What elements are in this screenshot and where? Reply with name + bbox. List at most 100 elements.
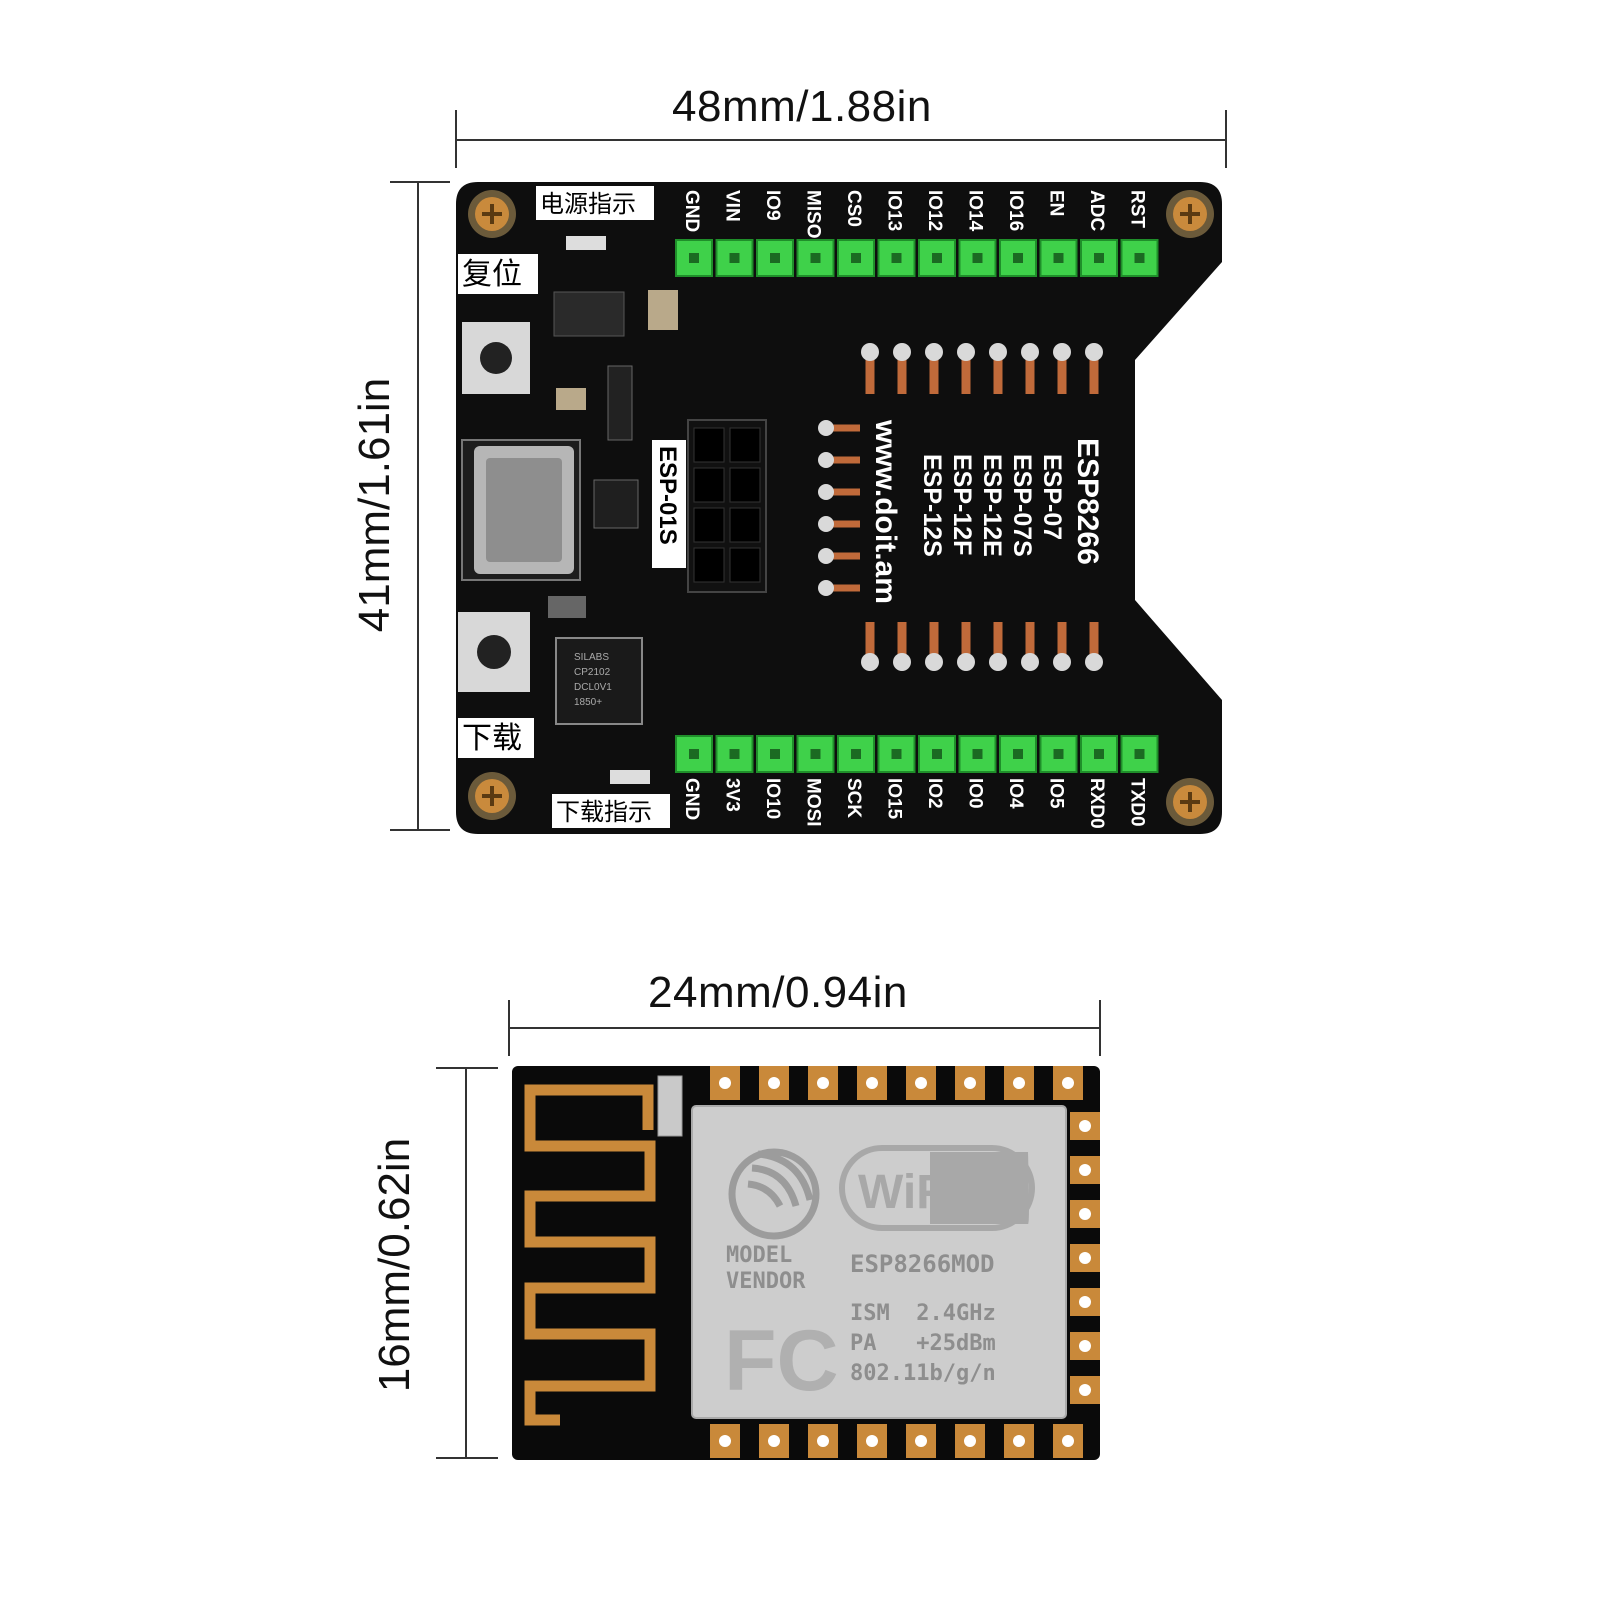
power-led: [566, 236, 606, 250]
header-pin-hole: [770, 749, 780, 759]
svg-text:1850+: 1850+: [574, 697, 602, 708]
svg-text:ESP-12S: ESP-12S: [918, 454, 946, 557]
module-solder-pads: [818, 343, 1103, 671]
solder-joint: [957, 343, 975, 361]
pin-label: IO9: [762, 190, 783, 221]
solder-joint: [893, 343, 911, 361]
pin-label: IO16: [1005, 190, 1026, 231]
header-pin-hole: [1053, 749, 1064, 759]
pin-label: IO4: [1005, 778, 1026, 809]
castellated-hole: [866, 1077, 878, 1089]
castellated-hole: [1079, 1120, 1091, 1132]
header-pin-hole: [1013, 749, 1023, 759]
svg-text:WiFi: WiFi: [858, 1166, 959, 1219]
castellated-hole: [1079, 1340, 1091, 1352]
pin-label: ADC: [1086, 190, 1107, 231]
pin-label: EN: [1046, 190, 1067, 216]
header-pin-hole: [1134, 253, 1145, 263]
solder-joint: [925, 653, 943, 671]
reset-label: 复位: [462, 257, 522, 292]
pin-label: IO0: [965, 778, 986, 809]
mounting-screw: [1166, 190, 1214, 238]
solder-joint: [861, 653, 879, 671]
svg-text:CP2102: CP2102: [574, 667, 611, 678]
castellated-hole: [768, 1435, 780, 1447]
wifi-logo: WiFi: [839, 1145, 1035, 1231]
esp01s-socket[interactable]: [687, 419, 767, 593]
pin-label: GND: [681, 778, 702, 820]
castellated-hole: [1013, 1435, 1025, 1447]
pin-label: SCK: [843, 778, 864, 818]
castellated-hole: [915, 1435, 927, 1447]
header-pin-hole: [1094, 253, 1104, 263]
pin-label: CS0: [843, 190, 864, 227]
header-pin-hole: [770, 253, 780, 263]
header-pin-hole: [1013, 253, 1023, 263]
micro-usb-port[interactable]: [461, 439, 581, 581]
header-pin-hole: [729, 749, 740, 759]
header-pin-hole: [1134, 749, 1145, 759]
header-pin-hole: [810, 749, 821, 759]
header-pin-hole: [972, 253, 983, 263]
solder-joint: [957, 653, 975, 671]
castellated-hole: [1062, 1077, 1074, 1089]
spec-pa: PA +25dBm: [850, 1331, 996, 1356]
castellated-hole: [768, 1077, 780, 1089]
svg-text:ESP-07: ESP-07: [1038, 454, 1066, 540]
solder-joint: [818, 452, 834, 468]
svg-text:ESP-12E: ESP-12E: [978, 454, 1006, 557]
svg-text:ESP8266: ESP8266: [1071, 438, 1104, 565]
solder-joint: [861, 343, 879, 361]
pin-label: TXD0: [1127, 778, 1148, 827]
solder-joint: [893, 653, 911, 671]
bottom-pin-header: [675, 735, 1159, 773]
solder-joint: [1053, 653, 1071, 671]
header-pin-hole: [689, 749, 699, 759]
pin-label: IO10: [762, 778, 783, 819]
pin-label: 3V3: [722, 778, 743, 812]
model-name: ESP8266MOD: [850, 1250, 995, 1278]
header-pin-hole: [932, 253, 942, 263]
solder-joint: [989, 653, 1007, 671]
pin-label: RST: [1127, 190, 1148, 228]
header-pin-hole: [1053, 253, 1064, 263]
solder-joint: [818, 548, 834, 564]
voltage-regulator: [553, 291, 625, 337]
solder-joint: [818, 420, 834, 436]
castellated-hole: [1079, 1252, 1091, 1264]
pin-label: IO5: [1046, 778, 1067, 809]
svg-text:ESP-12F: ESP-12F: [948, 454, 976, 555]
header-pin-hole: [810, 253, 821, 263]
pin-label: IO12: [924, 190, 945, 231]
espressif-logo: [728, 1148, 820, 1240]
usb-uart-chip: SILABS CP2102 DCL0V1 1850+: [555, 637, 643, 725]
header-pin: [1080, 735, 1118, 773]
pin-label: MISO: [803, 190, 824, 239]
solder-joint: [1021, 653, 1039, 671]
spec-protocol: 802.11b/g/n: [850, 1361, 996, 1386]
model-label: MODEL: [726, 1243, 792, 1268]
reset-button[interactable]: [462, 322, 530, 394]
mounting-screw: [468, 190, 516, 238]
pin-label: MOSI: [803, 778, 824, 827]
castellated-hole: [719, 1077, 731, 1089]
castellated-hole: [964, 1077, 976, 1089]
solder-joint: [818, 484, 834, 500]
power-indicator-label: 电源指示: [540, 190, 636, 218]
castellated-hole: [1013, 1077, 1025, 1089]
castellated-hole: [719, 1435, 731, 1447]
header-pin-hole: [972, 749, 983, 759]
antenna-trace: [524, 1084, 656, 1426]
esp01s-label: ESP-01S: [654, 446, 681, 545]
pin-label: RXD0: [1086, 778, 1107, 829]
pin-label: GND: [681, 190, 702, 232]
module-list: ESP8266 ESP-07 ESP-07S ESP-12E ESP-12F E…: [918, 438, 1104, 565]
vendor-label: VENDOR: [726, 1269, 806, 1294]
header-pin: [999, 239, 1037, 277]
solder-joint: [818, 580, 834, 596]
pin-label: IO2: [924, 778, 945, 809]
castellated-hole: [1079, 1164, 1091, 1176]
download-button[interactable]: [458, 612, 530, 692]
